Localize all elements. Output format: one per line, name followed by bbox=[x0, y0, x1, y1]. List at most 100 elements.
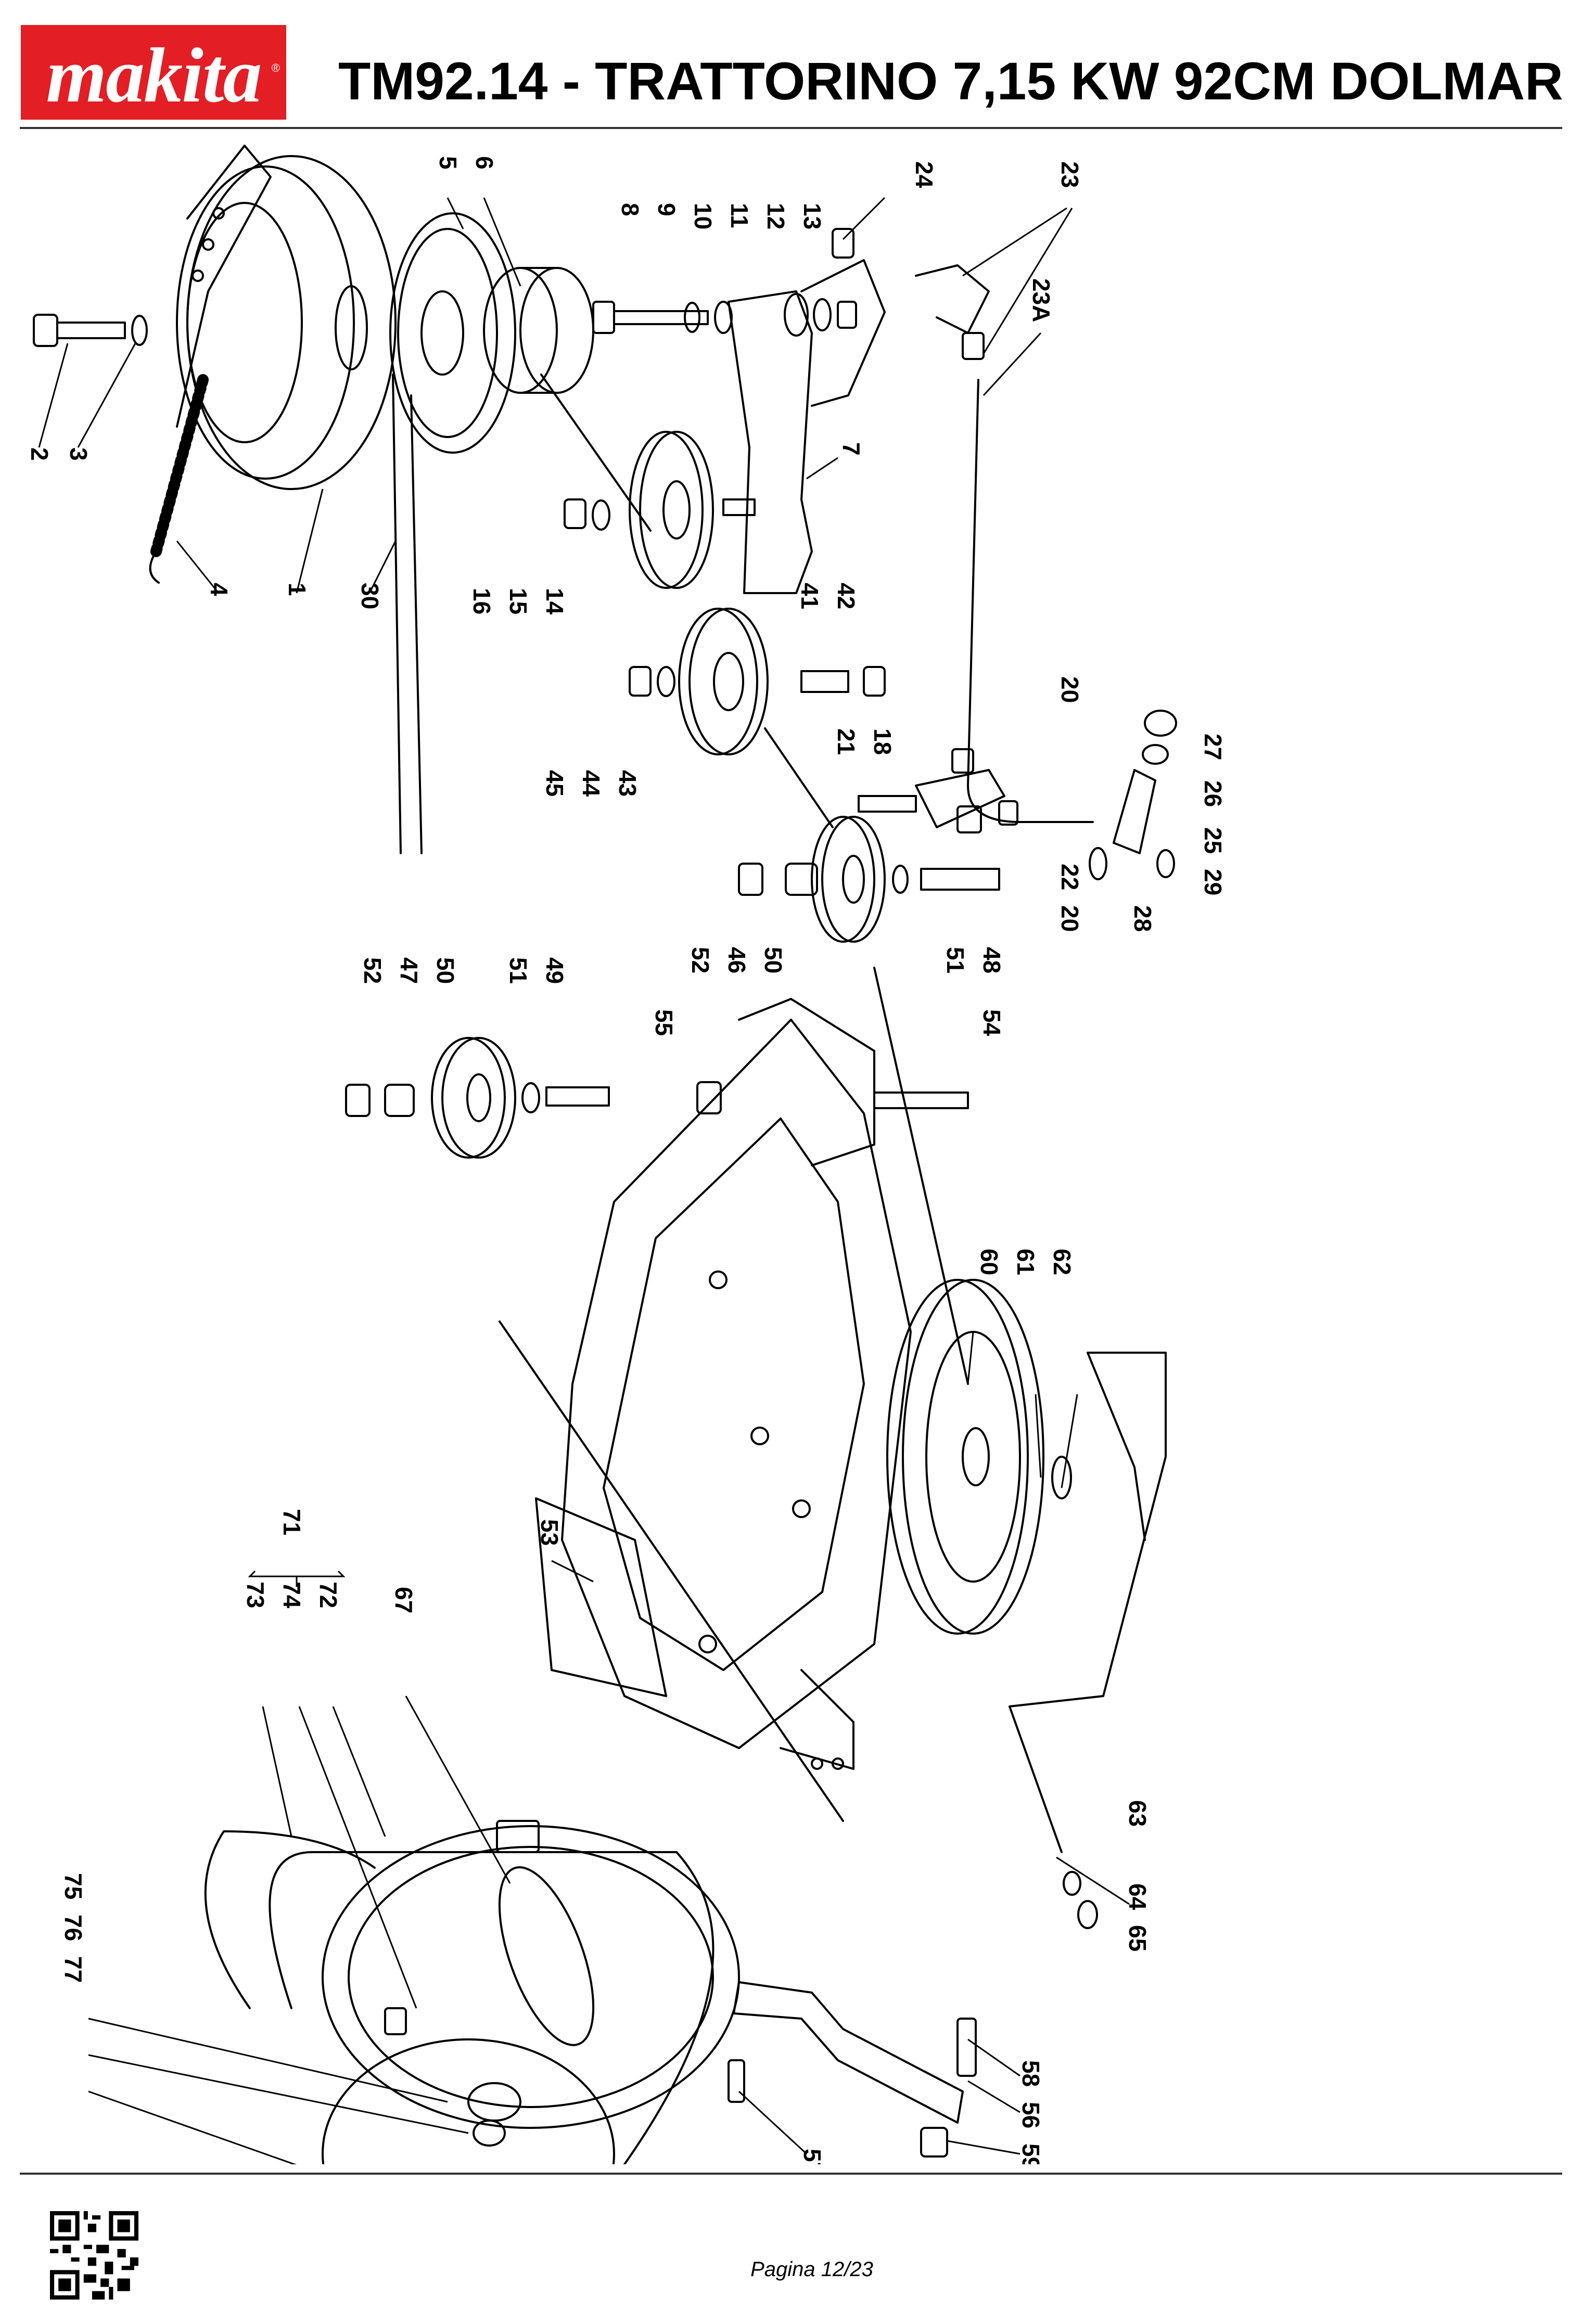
lower-pulley-part bbox=[345, 1037, 610, 1159]
callout-22: 22 bbox=[1056, 864, 1083, 890]
callout-12: 12 bbox=[762, 203, 789, 229]
leader-line bbox=[298, 1706, 417, 2009]
group-bracket bbox=[248, 1570, 346, 1587]
leader-line bbox=[296, 489, 324, 594]
idler-pulley-part bbox=[564, 431, 714, 589]
logo-wordmark: makita bbox=[46, 32, 262, 119]
callout-51b: 51 bbox=[505, 957, 532, 984]
alignment-line bbox=[873, 967, 969, 1385]
callout-24: 24 bbox=[911, 161, 938, 188]
callout-73: 73 bbox=[242, 1582, 269, 1608]
leader-line bbox=[967, 1331, 974, 1384]
lever-rod-part bbox=[1009, 1352, 1167, 1929]
callout-21: 21 bbox=[833, 728, 860, 755]
callout-55: 55 bbox=[650, 1009, 678, 1036]
callout-29: 29 bbox=[1200, 869, 1227, 895]
callout-4: 4 bbox=[206, 583, 233, 596]
leader-line bbox=[983, 208, 1073, 354]
callout-56: 56 bbox=[1017, 2102, 1044, 2128]
leader-line bbox=[368, 541, 397, 594]
leader-line bbox=[1035, 1394, 1042, 1478]
leader-line bbox=[947, 2140, 1020, 2155]
leader-line bbox=[967, 2038, 1020, 2077]
callout-59: 59 bbox=[1017, 2143, 1044, 2164]
leader-line bbox=[842, 197, 886, 240]
callout-45: 45 bbox=[541, 770, 568, 797]
transaxle-gearbox-part bbox=[535, 998, 912, 1770]
clutch-housing-part bbox=[176, 145, 397, 490]
callout-23: 23 bbox=[1056, 161, 1083, 188]
callout-57: 57 bbox=[799, 2149, 826, 2164]
tension-pulley-part bbox=[738, 816, 1000, 943]
callout-20a: 20 bbox=[1056, 676, 1083, 703]
callout-60: 60 bbox=[976, 1249, 1003, 1275]
alignment-line bbox=[764, 727, 834, 828]
leader-line bbox=[38, 343, 69, 448]
callout-9: 9 bbox=[653, 203, 680, 216]
leader-line bbox=[806, 457, 838, 480]
qr-code-icon bbox=[50, 2211, 138, 2300]
callout-52b: 52 bbox=[359, 957, 386, 984]
spring-part bbox=[149, 374, 209, 584]
callout-50b: 50 bbox=[432, 957, 459, 984]
leader-line bbox=[738, 2090, 808, 2155]
nut-55-part bbox=[696, 1081, 722, 1114]
callout-20b: 20 bbox=[1056, 905, 1083, 932]
callout-76: 76 bbox=[60, 1915, 87, 1941]
leader-line bbox=[551, 1560, 594, 1583]
callout-8: 8 bbox=[617, 203, 644, 216]
leader-line bbox=[88, 2018, 448, 2103]
idler-arm-bracket-part bbox=[722, 259, 886, 594]
callout-71: 71 bbox=[278, 1509, 305, 1535]
callout-53: 53 bbox=[536, 1519, 563, 1546]
large-pulley-part bbox=[886, 1279, 1044, 1635]
callout-62: 62 bbox=[1049, 1249, 1076, 1275]
callout-67: 67 bbox=[390, 1587, 417, 1613]
callout-65: 65 bbox=[1124, 1925, 1151, 1951]
callout-54: 54 bbox=[978, 1009, 1005, 1036]
callout-72: 72 bbox=[315, 1582, 342, 1608]
callout-13: 13 bbox=[799, 203, 826, 229]
callout-74: 74 bbox=[278, 1582, 305, 1609]
callout-52a: 52 bbox=[687, 947, 714, 973]
footer-divider bbox=[20, 2173, 1562, 2175]
leader-line bbox=[983, 332, 1042, 396]
callout-50a: 50 bbox=[760, 947, 787, 973]
callout-63: 63 bbox=[1124, 1800, 1151, 1827]
leader-line bbox=[967, 2080, 1020, 2113]
callout-7: 7 bbox=[838, 442, 865, 456]
bolt-54-part bbox=[873, 1092, 969, 1109]
callout-3: 3 bbox=[65, 447, 92, 461]
mounting-bracket-part bbox=[728, 1981, 977, 2158]
callout-51a: 51 bbox=[942, 947, 969, 973]
exploded-parts-diagram: 2 3 4 1 30 5 6 8 9 10 11 12 13 24 23 23A… bbox=[26, 145, 1227, 2164]
callout-58: 58 bbox=[1017, 2060, 1044, 2087]
leader-line bbox=[88, 2090, 297, 2164]
callout-16: 16 bbox=[468, 588, 495, 614]
callout-41: 41 bbox=[796, 583, 823, 609]
header-divider bbox=[20, 127, 1562, 129]
control-rod-part bbox=[915, 264, 1094, 823]
callout-77: 77 bbox=[60, 1956, 87, 1983]
leader-line bbox=[962, 207, 1067, 277]
rear-wheel-part bbox=[204, 1820, 740, 2164]
callout-11: 11 bbox=[726, 203, 753, 228]
callout-23a: 23A bbox=[1028, 278, 1055, 322]
second-idler-pulley-part bbox=[629, 608, 886, 755]
callout-6: 6 bbox=[471, 156, 498, 170]
callout-44: 44 bbox=[578, 770, 605, 797]
callout-10: 10 bbox=[690, 203, 717, 229]
leader-line bbox=[176, 541, 220, 594]
callout-30: 30 bbox=[356, 583, 384, 609]
callout-27: 27 bbox=[1200, 734, 1227, 760]
callout-25: 25 bbox=[1200, 827, 1227, 854]
callout-61: 61 bbox=[1012, 1249, 1039, 1275]
callout-26: 26 bbox=[1200, 780, 1227, 807]
callout-1: 1 bbox=[284, 583, 311, 596]
callout-48: 48 bbox=[978, 947, 1005, 973]
callout-42: 42 bbox=[833, 583, 860, 609]
leader-line bbox=[1056, 1856, 1130, 1905]
drive-belt-part bbox=[392, 374, 423, 854]
callout-46: 46 bbox=[723, 947, 750, 973]
